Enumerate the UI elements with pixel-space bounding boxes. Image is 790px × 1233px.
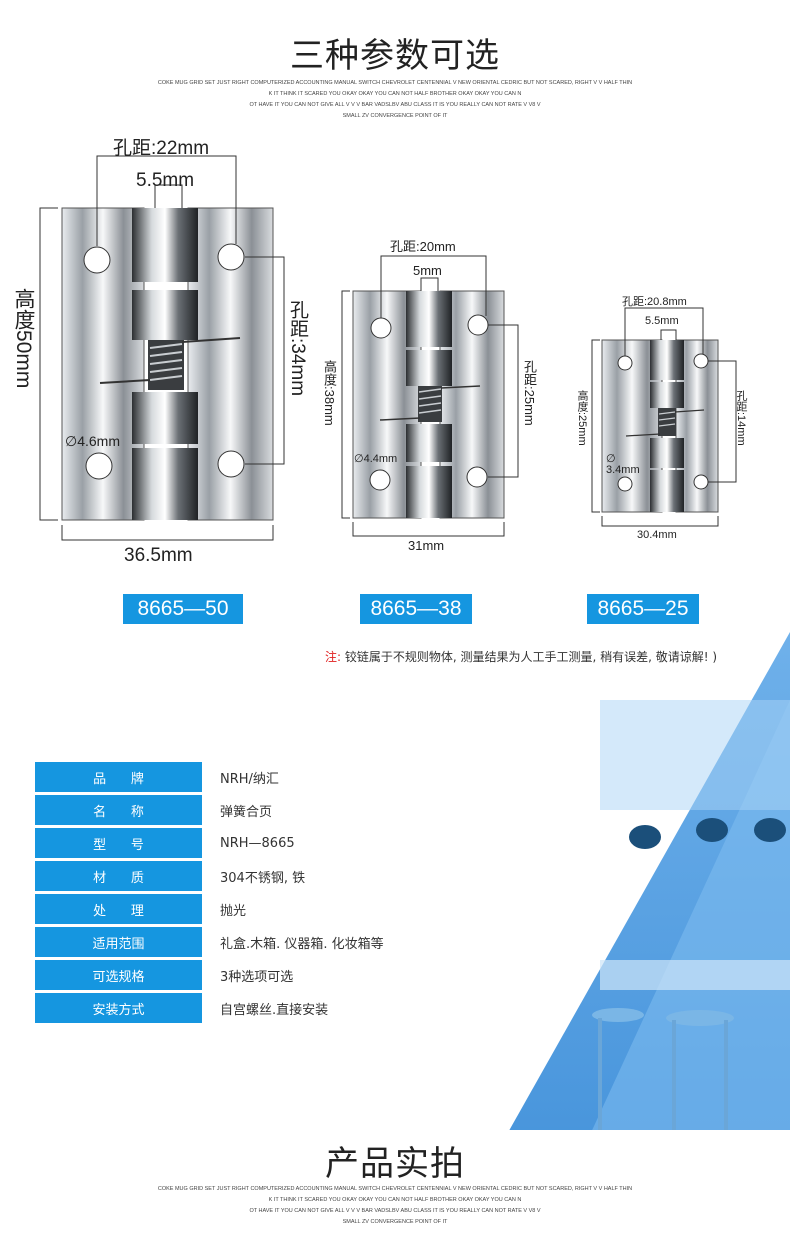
- table-row: 处 理 抛光: [35, 894, 520, 924]
- dim-hole-spacing-h: 孔距:22mm: [113, 138, 210, 159]
- dim-width: 31mm: [408, 538, 445, 553]
- dim-height: 高度:38mm: [322, 360, 337, 426]
- hinge-image-medium: [341, 255, 519, 537]
- dim-hole-spacing-v: 孔距:14mm: [735, 390, 747, 446]
- dim-hole-diameter: ∅4.4mm: [354, 453, 398, 465]
- spec-key: 适用范围: [35, 927, 202, 957]
- dim-height: 高度50mm: [12, 288, 35, 389]
- dim-hole-spacing-v: 孔距:25mm: [522, 360, 537, 426]
- dim-height: 高度:25mm: [576, 390, 588, 446]
- model-badge: 8665—25: [587, 594, 699, 624]
- dim-pin: 5mm: [413, 263, 442, 278]
- table-row: 名 称 弹簧合页: [35, 795, 520, 825]
- spec-value: NRH/纳汇: [220, 771, 279, 787]
- spec-value: 304不锈钢, 铁: [220, 870, 306, 886]
- spec-key: 名 称: [35, 795, 202, 825]
- section-title: 三种参数可选: [290, 36, 500, 76]
- dim-width: 30.4mm: [637, 529, 677, 541]
- spec-value: 弹簧合页: [220, 804, 273, 820]
- spec-key: 材 质: [35, 861, 202, 891]
- model-badge: 8665—38: [360, 594, 472, 624]
- table-row: 安装方式 自宫螺丝.直接安装: [35, 993, 520, 1023]
- dim-hole-spacing-h: 孔距:20.8mm: [622, 296, 687, 308]
- table-row: 品 牌 NRH/纳汇: [35, 762, 520, 792]
- table-row: 材 质 304不锈钢, 铁: [35, 861, 520, 891]
- table-row: 可选规格 3种选项可选: [35, 960, 520, 990]
- model-badge: 8665—50: [123, 594, 243, 624]
- spec-value: 3种选项可选: [220, 969, 294, 985]
- section-subtext: COKE MUG GRID SET JUST RIGHT COMPUTERIZE…: [157, 1186, 633, 1225]
- dim-width: 36.5mm: [124, 545, 193, 566]
- dim-hole-diameter-symbol: ∅: [606, 453, 616, 465]
- dim-hole-spacing-h: 孔距:20mm: [390, 239, 456, 254]
- dim-hole-diameter: 3.4mm: [606, 464, 640, 476]
- spec-key: 安装方式: [35, 993, 202, 1023]
- measurement-note: 注: 铰链属于不规则物体, 测量结果为人工手工测量, 稍有误差, 敬请谅解! ): [325, 648, 717, 665]
- spec-key: 可选规格: [35, 960, 202, 990]
- hinge-image-small: [591, 307, 737, 527]
- dim-pin: 5.5mm: [645, 315, 679, 327]
- note-prefix: 注:: [325, 650, 342, 664]
- spec-value: 自宫螺丝.直接安装: [220, 1002, 329, 1018]
- dim-pin: 5.5mm: [136, 170, 195, 191]
- spec-key: 品 牌: [35, 762, 202, 792]
- spec-value: NRH—8665: [220, 835, 295, 851]
- spec-value: 抛光: [220, 903, 247, 919]
- note-text: 铰链属于不规则物体, 测量结果为人工手工测量, 稍有误差, 敬请谅解! ): [344, 650, 718, 664]
- spec-value: 礼盒.木箱. 仪器箱. 化妆箱等: [220, 936, 384, 952]
- dim-hole-spacing-v: 孔距:34mm: [287, 300, 308, 397]
- spec-key: 处 理: [35, 894, 202, 924]
- section-subtext: COKE MUG GRID SET JUST RIGHT COMPUTERIZE…: [157, 80, 633, 119]
- spec-key: 型 号: [35, 828, 202, 858]
- section-title: 产品实拍: [325, 1144, 465, 1184]
- footer-band: [0, 1130, 790, 1233]
- dim-hole-diameter: ∅4.6mm: [65, 433, 120, 449]
- table-row: 适用范围 礼盒.木箱. 仪器箱. 化妆箱等: [35, 927, 520, 957]
- hinge-image-large: [39, 155, 285, 541]
- table-row: 型 号 NRH—8665: [35, 828, 520, 858]
- spec-table: 品 牌 NRH/纳汇 名 称 弹簧合页 型 号 NRH—8665 材 质 304不锈钢,…: [35, 759, 520, 1026]
